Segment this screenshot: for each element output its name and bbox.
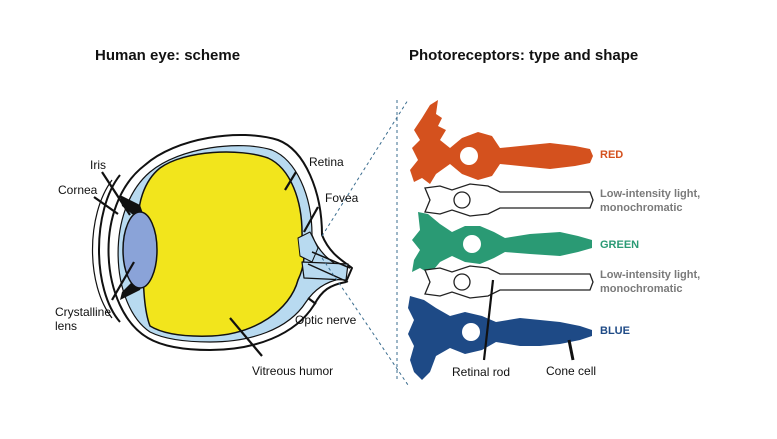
vitreous-leader: [229, 317, 263, 357]
vitreous-humor-label: Vitreous humor: [252, 364, 334, 378]
cornea: [98, 174, 121, 323]
retinal-rod-leader: [482, 279, 495, 361]
optic-nerve-label: Optic nerve: [295, 313, 357, 327]
photoreceptors-title: Photoreceptors: type and shape: [409, 47, 639, 64]
eye-diagram: [92, 134, 353, 357]
blue-cone-cell: [408, 296, 592, 380]
crystalline-lens: [122, 211, 158, 289]
optic-nerve-line-1: [311, 251, 351, 269]
low-light-label-1: Low-intensity light, monochromatic: [600, 188, 701, 214]
retina-leader: [284, 171, 297, 191]
fovea-label: Fovea: [325, 191, 359, 205]
retina-label: Retina: [309, 155, 344, 169]
fovea-leader: [303, 206, 319, 233]
red-cone-cell: [410, 100, 593, 184]
lens-leader: [111, 261, 135, 301]
retinal-rod-cell-2: [424, 265, 594, 299]
eye-scheme-title: Human eye: scheme: [95, 47, 241, 64]
iris-label: Iris: [90, 158, 106, 172]
optic-nerve-leader: [307, 297, 317, 305]
zoom-connector-top: [321, 99, 409, 237]
crystalline-lens-label: Crystalline lens: [55, 305, 112, 333]
cone-cell-leader: [567, 339, 575, 361]
fovea-region: [297, 231, 319, 263]
low-light-label-2: Low-intensity light, monochromatic: [600, 269, 701, 295]
blue-cone-label: BLUE: [600, 325, 630, 337]
retinal-rod-cell-1: [424, 183, 594, 217]
optic-nerve-line-2: [307, 263, 349, 283]
zoom-connector-bottom: [321, 257, 409, 386]
cone-cell-label: Cone cell: [546, 364, 597, 378]
retinal-rod-label: Retinal rod: [452, 365, 511, 379]
cornea-label: Cornea: [58, 183, 98, 197]
cornea-leader: [93, 196, 119, 215]
cornea-outer: [92, 179, 113, 319]
vitreous-humor: [138, 151, 305, 337]
green-cone-label: GREEN: [600, 239, 640, 251]
red-cone-label: RED: [600, 149, 624, 161]
green-cone-cell: [412, 212, 592, 274]
iris-leader: [101, 171, 131, 216]
